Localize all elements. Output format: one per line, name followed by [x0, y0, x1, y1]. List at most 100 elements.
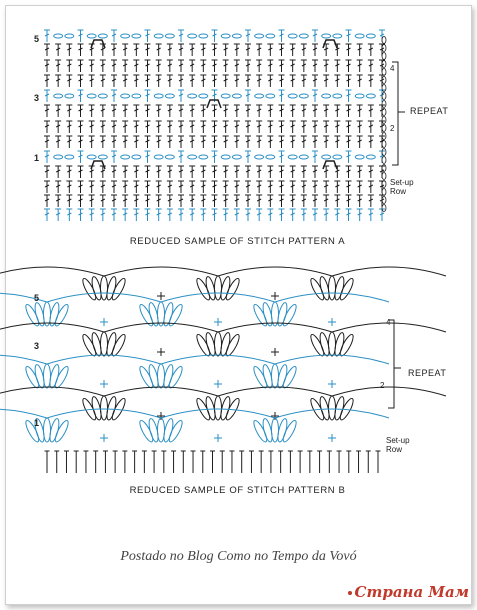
- stitch-slash-icon: [167, 63, 173, 67]
- stitch-slash-icon: [156, 124, 161, 128]
- stitch-slash-icon: [368, 108, 374, 112]
- fan-petal-icon: [157, 363, 165, 389]
- stitch-slash-icon: [234, 198, 240, 202]
- stitch-slash-icon: [156, 63, 161, 67]
- stitch-slash-icon: [335, 212, 340, 216]
- chart-b-repeat-label: REPEAT: [408, 368, 447, 378]
- stitch-slash-icon: [145, 169, 150, 173]
- stitch-slash-icon: [268, 108, 273, 112]
- stitch-slash-icon: [368, 212, 374, 216]
- stitch-slash-icon: [357, 47, 362, 51]
- stitch-slash-icon: [234, 108, 240, 112]
- fan-petal-icon: [148, 364, 159, 389]
- stitch-slash-icon: [312, 184, 318, 188]
- stitch-slash-icon: [55, 124, 61, 128]
- chain-stitch-icon: [187, 93, 198, 99]
- stitch-slash-icon: [301, 139, 307, 143]
- stitch-slash-icon: [312, 169, 318, 173]
- stitch-slash-icon: [368, 124, 374, 128]
- stitch-slash-icon: [145, 33, 150, 37]
- stitch-slash-icon: [111, 139, 117, 143]
- repeat-bracket-icon: [388, 319, 401, 409]
- stitch-slash-icon: [335, 124, 340, 128]
- stitch-slash-icon: [268, 198, 273, 202]
- stitch-slash-icon: [312, 198, 318, 202]
- chain-stitch-icon: [198, 33, 209, 39]
- chart-b-caption: REDUCED SAMPLE OF STITCH PATTERN B: [129, 485, 346, 496]
- stitch-slash-icon: [379, 212, 385, 216]
- stitch-slash-icon: [301, 124, 307, 128]
- stitch-slash-icon: [323, 63, 329, 67]
- chain-stitch-icon: [164, 33, 175, 39]
- stitch-slash-icon: [245, 124, 251, 128]
- stitch-slash-icon: [201, 198, 206, 202]
- chain-stitch-icon: [86, 154, 97, 160]
- turning-chain-icon: [381, 156, 387, 164]
- stitch-slash-icon: [245, 33, 251, 37]
- fan-petal-icon: [262, 418, 273, 443]
- single-crochet-icon: [214, 318, 222, 326]
- stitch-slash-icon: [223, 47, 228, 51]
- stitch-slash-icon: [111, 108, 117, 112]
- stitch-slash-icon: [78, 78, 83, 82]
- stitch-slash-icon: [122, 108, 128, 112]
- single-crochet-icon: [100, 434, 108, 442]
- stitch-slash-icon: [78, 33, 83, 37]
- chain-stitch-icon: [120, 93, 131, 99]
- chain-stitch-icon: [220, 33, 231, 39]
- stitch-slash-icon: [189, 212, 195, 216]
- chain-stitch-icon: [354, 93, 365, 99]
- stitch-slash-icon: [44, 169, 50, 173]
- stitch-slash-icon: [279, 47, 284, 51]
- stitch-slash-icon: [279, 124, 284, 128]
- chain-stitch-icon: [298, 93, 309, 99]
- chain-stitch-icon: [86, 93, 97, 99]
- stitch-slash-icon: [201, 139, 206, 143]
- stitch-slash-icon: [212, 198, 217, 202]
- stitch-slash-icon: [268, 78, 273, 82]
- single-crochet-icon: [100, 318, 108, 326]
- stitch-slash-icon: [290, 139, 295, 143]
- puff-stitch-icon: [90, 160, 106, 170]
- chart-b-setup-label: Set-up Row: [386, 436, 410, 454]
- chart-a-row-2: 2: [390, 124, 395, 133]
- stitch-slash-icon: [134, 184, 139, 188]
- fan-petal-icon: [310, 277, 325, 301]
- stitch-slash-icon: [346, 154, 351, 158]
- stitch-slash-icon: [346, 47, 351, 51]
- chain-stitch-icon: [265, 93, 276, 99]
- stitch-slash-icon: [256, 63, 262, 67]
- stitch-slash-icon: [44, 212, 50, 216]
- stitch-slash-icon: [245, 108, 251, 112]
- stitch-slash-icon: [67, 78, 72, 82]
- chain-stitch-icon: [254, 154, 265, 160]
- stitch-slash-icon: [44, 124, 50, 128]
- fan-petal-icon: [157, 417, 165, 443]
- stitch-chart-b: [0, 258, 477, 478]
- stitch-slash-icon: [167, 47, 173, 51]
- stitch-slash-icon: [212, 154, 217, 158]
- stitch-slash-icon: [178, 169, 184, 173]
- fan-petal-icon: [100, 331, 108, 357]
- stitch-slash-icon: [323, 124, 329, 128]
- stitch-slash-icon: [156, 78, 161, 82]
- stitch-slash-icon: [145, 212, 150, 216]
- stitch-chart-a: [0, 0, 477, 250]
- stitch-slash-icon: [89, 139, 94, 143]
- stitch-slash-icon: [89, 108, 94, 112]
- chart-b-row-2: 2: [380, 381, 385, 390]
- site-watermark: Страна Мам: [347, 583, 469, 601]
- stitch-slash-icon: [100, 108, 106, 112]
- stitch-slash-icon: [167, 212, 173, 216]
- stitch-slash-icon: [122, 124, 128, 128]
- chain-stitch-icon: [64, 33, 75, 39]
- stitch-slash-icon: [100, 169, 106, 173]
- stitch-slash-icon: [89, 212, 94, 216]
- chain-arc-icon: [46, 408, 162, 419]
- chain-arc-icon: [331, 322, 447, 333]
- stitch-slash-icon: [346, 198, 351, 202]
- fan-petal-icon: [100, 395, 108, 421]
- stitch-slash-icon: [178, 198, 184, 202]
- stitch-slash-icon: [379, 33, 385, 37]
- stitch-slash-icon: [167, 78, 173, 82]
